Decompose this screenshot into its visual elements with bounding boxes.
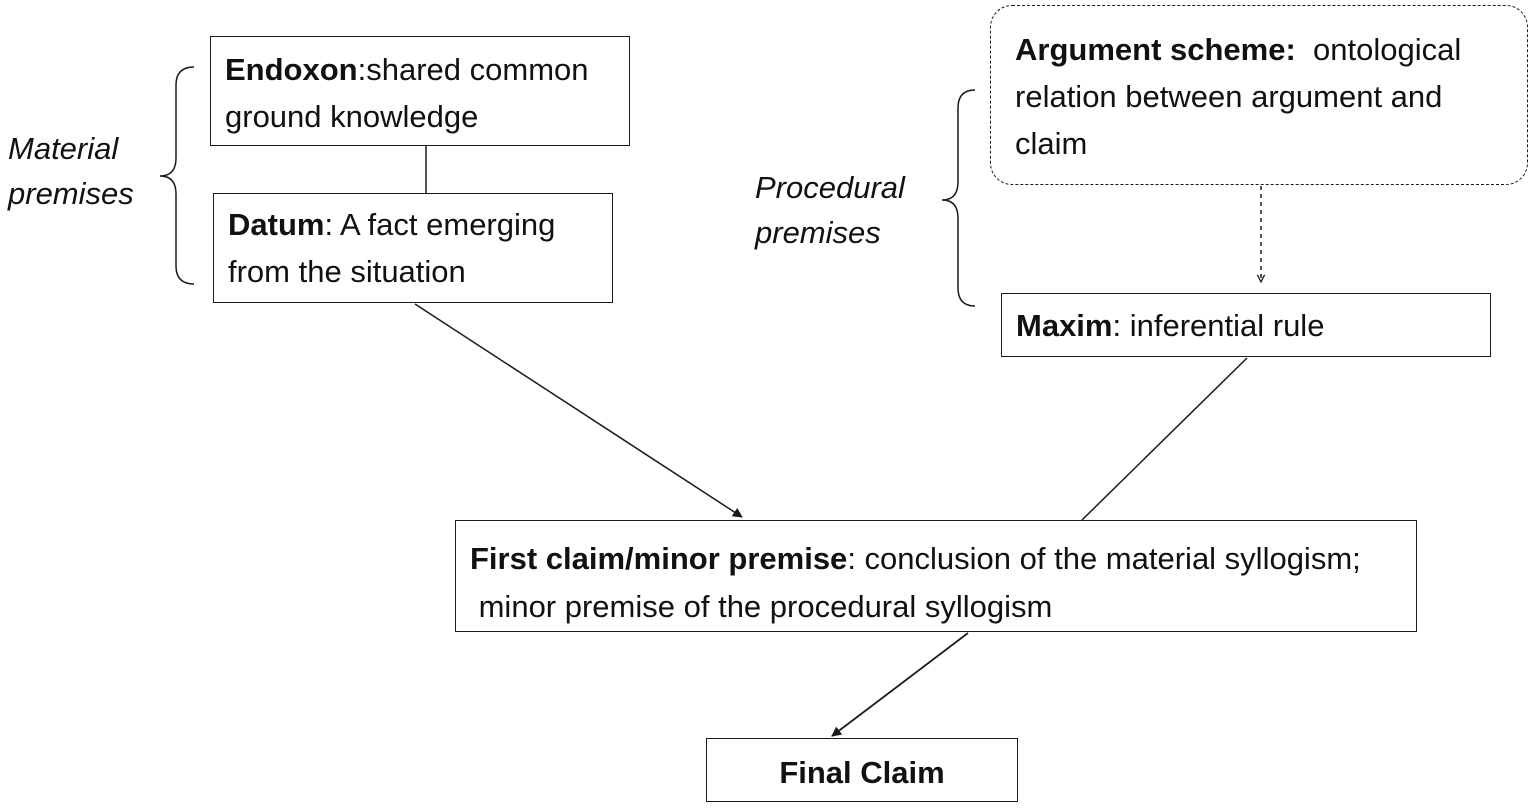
material-premises-label-line2: premises <box>8 175 134 211</box>
procedural-premises-brace <box>941 89 976 307</box>
maxim-line: Maxim: inferential rule <box>1016 303 1476 350</box>
maxim-term: Maxim <box>1016 308 1113 343</box>
endoxon-text-line2: ground knowledge <box>225 98 479 134</box>
procedural-premises-label-line2: premises <box>755 214 881 250</box>
material-premises-label-line1: Material <box>8 131 119 166</box>
final-claim-box: Final Claim <box>706 738 1018 802</box>
first-claim-line1: First claim/minor premise: conclusion of… <box>470 535 1402 583</box>
datum-separator: : <box>324 207 340 242</box>
datum-text-line2: from the situation <box>228 253 466 289</box>
argument-scheme-box: Argument scheme: ontological relation be… <box>990 5 1528 185</box>
first-claim-box: First claim/minor premise: conclusion of… <box>455 520 1417 632</box>
maxim-box: Maxim: inferential rule <box>1001 293 1491 357</box>
datum-term: Datum <box>228 207 325 242</box>
maxim-separator: : <box>1112 308 1130 343</box>
endoxon-line1: Endoxon:shared common <box>225 47 615 94</box>
first-claim-text-line2: minor premise of the procedural syllogis… <box>470 589 1053 625</box>
endoxon-term: Endoxon <box>225 52 358 87</box>
datum-line1: Datum: A fact emerging <box>228 202 598 249</box>
datum-to-first-claim-arrow <box>414 303 743 518</box>
first-claim-to-final-arrow <box>831 632 969 737</box>
argument-scheme-text-line2: relation between argument and <box>1015 79 1443 115</box>
endoxon-separator: : <box>357 52 367 87</box>
material-premises-label: Material premises <box>8 127 134 217</box>
argument-scheme-text-line3: claim <box>1015 126 1088 162</box>
first-claim-term: First claim/minor premise <box>470 541 848 576</box>
endoxon-text-line1: shared common <box>366 52 589 87</box>
maxim-text: inferential rule <box>1129 308 1325 343</box>
first-claim-text-line1: conclusion of the material syllogism; <box>864 541 1361 576</box>
procedural-premises-label-line1: Procedural <box>755 170 905 205</box>
first-claim-separator: : <box>847 541 865 576</box>
argument-scheme-term: Argument scheme: <box>1015 32 1296 67</box>
datum-text-line1: A fact emerging <box>339 207 556 242</box>
maxim-to-first-claim-connector <box>1081 357 1248 521</box>
material-premises-brace <box>159 66 195 285</box>
procedural-premises-label: Procedural premises <box>755 166 905 256</box>
datum-box: Datum: A fact emerging from the situatio… <box>213 193 613 303</box>
endoxon-box: Endoxon:shared common ground knowledge <box>210 36 630 146</box>
argument-scheme-text-line1: ontological <box>1313 32 1462 67</box>
final-claim-term: Final Claim <box>779 755 945 790</box>
argument-scheme-line1: Argument scheme: ontological <box>1015 26 1507 73</box>
